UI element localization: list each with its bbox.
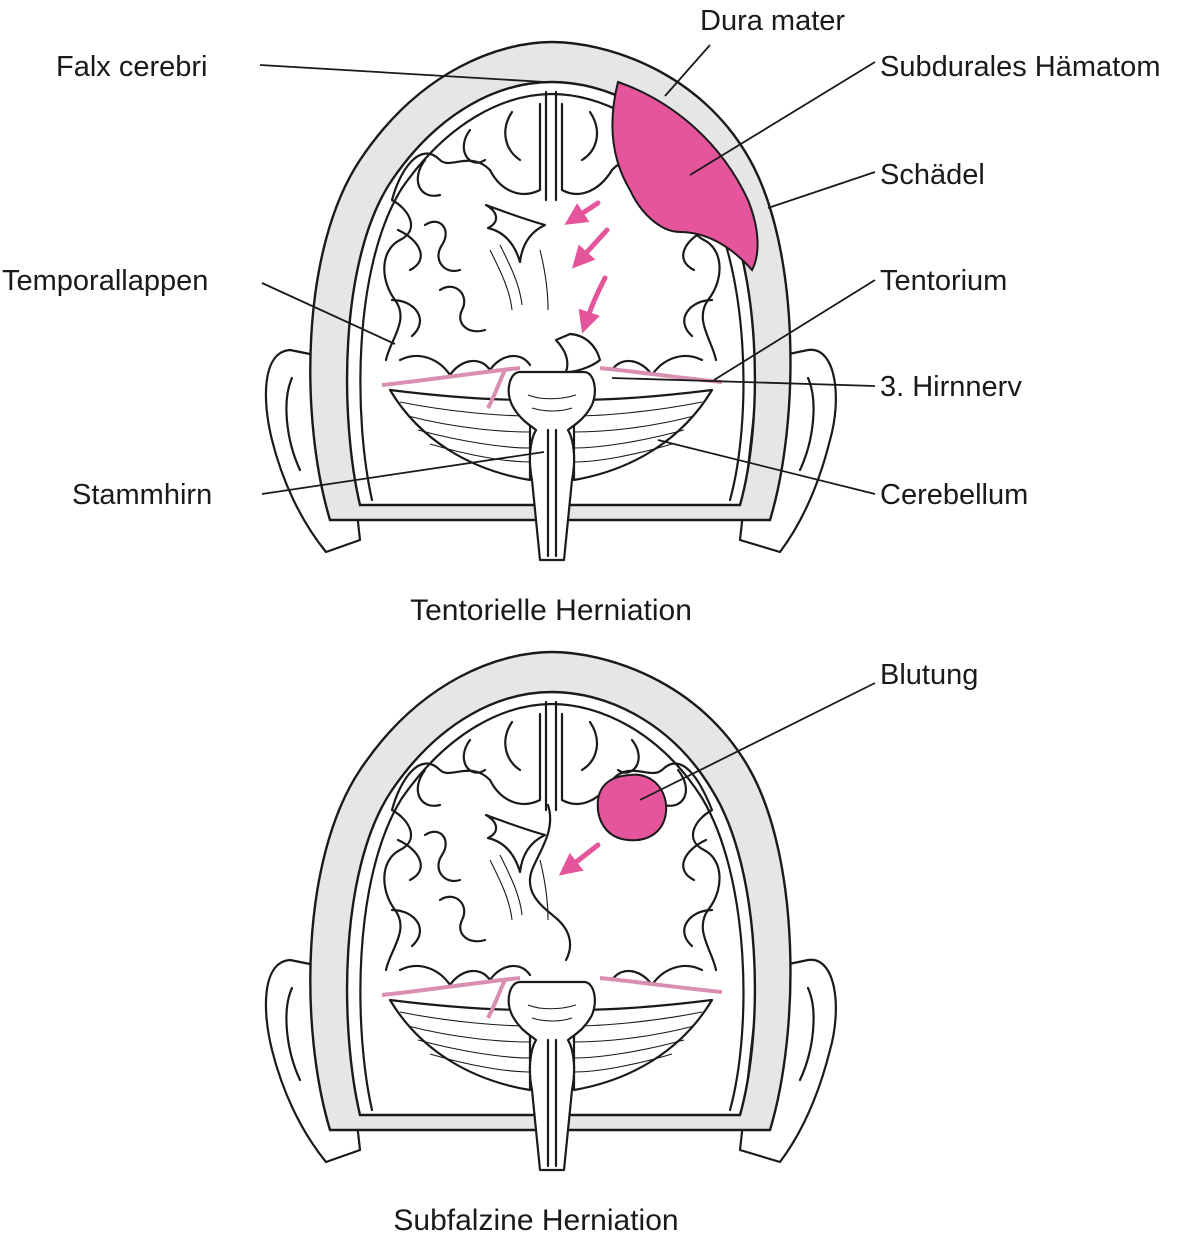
label-dura-mater: Dura mater bbox=[700, 5, 845, 37]
shift-arrow-3 bbox=[578, 275, 608, 334]
label-falx-cerebri: Falx cerebri bbox=[56, 51, 208, 83]
leader-tentorium bbox=[713, 279, 876, 381]
leader-dura bbox=[664, 44, 711, 97]
label-tentorium: Tentorium bbox=[880, 265, 1007, 297]
leader-hematoma bbox=[689, 61, 876, 176]
tentorial-herniation-illustration: Falx cerebri Dura mater Subdurales Hämat… bbox=[2, 5, 1160, 627]
label-bleeding: Blutung bbox=[880, 659, 978, 691]
subfalcine-herniation-illustration: Blutung Subfalzine Herniation bbox=[263, 650, 978, 1237]
label-third-cranial-nerve: 3. Hirnnerv bbox=[880, 371, 1022, 403]
label-cerebellum: Cerebellum bbox=[880, 479, 1028, 511]
shift-arrow-2 bbox=[571, 227, 610, 269]
bleeding-shape bbox=[596, 773, 668, 842]
leader-cerebellum bbox=[657, 439, 876, 495]
caption-subfalcine-herniation: Subfalzine Herniation bbox=[393, 1204, 678, 1237]
subfalcine-shift-arrow bbox=[558, 842, 601, 876]
shift-arrow-1 bbox=[564, 200, 601, 225]
leader-falx bbox=[259, 64, 546, 83]
leader-nerve bbox=[611, 377, 876, 387]
leader-temporal bbox=[261, 282, 396, 345]
label-temporal-lobe: Temporallappen bbox=[2, 265, 208, 297]
leader-skull bbox=[767, 171, 876, 209]
label-subdural-hematoma: Subdurales Hämatom bbox=[880, 51, 1160, 83]
leader-bleeding bbox=[639, 682, 876, 801]
label-skull: Schädel bbox=[880, 159, 985, 191]
leader-brainstem bbox=[261, 451, 545, 495]
herniated-uncus-shape bbox=[554, 332, 602, 374]
displaced-falx-shape bbox=[528, 803, 572, 962]
label-brainstem: Stammhirn bbox=[72, 479, 212, 511]
top-leader-lines bbox=[259, 44, 876, 495]
subdural-hematoma-shape bbox=[611, 80, 759, 272]
caption-tentorial-herniation: Tentorielle Herniation bbox=[410, 594, 692, 627]
midline-shift-arrows bbox=[564, 200, 610, 334]
